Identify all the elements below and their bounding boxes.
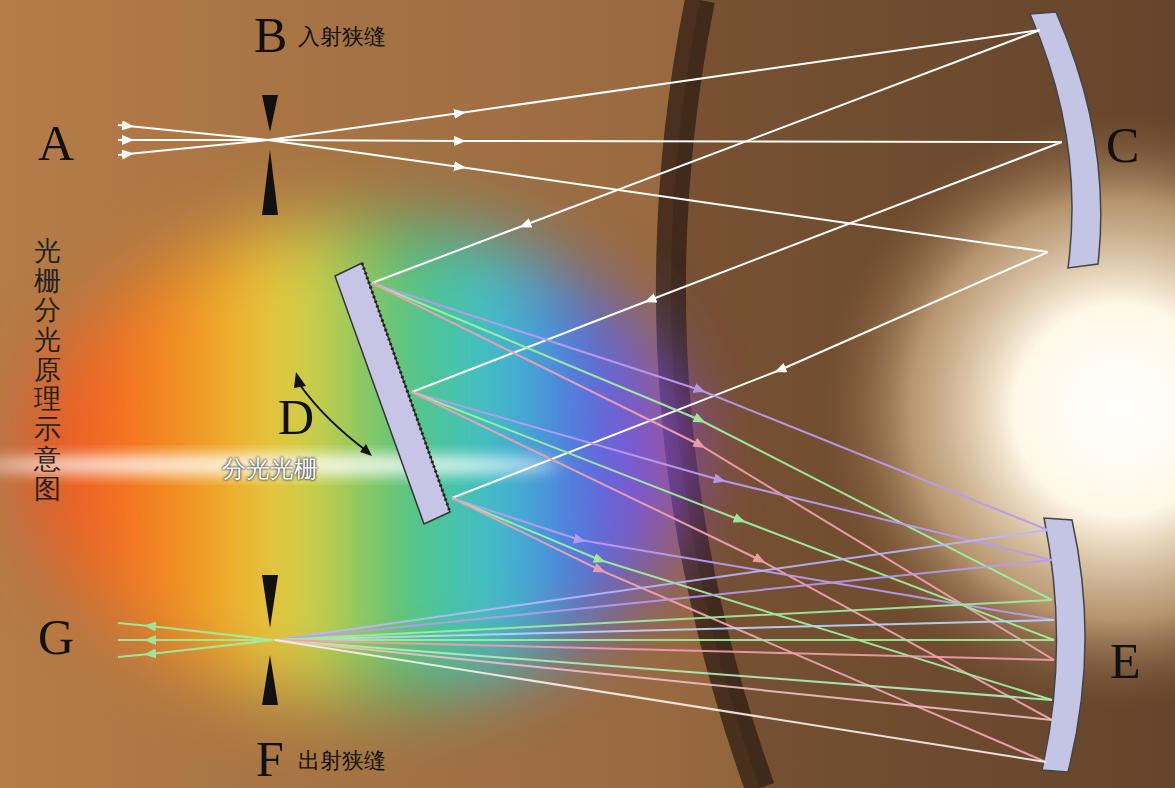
- part-label: 入射狭缝: [298, 24, 386, 50]
- mirror-letter: E: [1110, 636, 1141, 686]
- mirror-letter: C: [1106, 120, 1139, 170]
- part-label: 出射狭缝: [298, 748, 386, 774]
- point-letter: A: [38, 118, 74, 168]
- slit-letter: F: [256, 734, 284, 784]
- grating-letter: D: [278, 392, 314, 442]
- point-letter: G: [38, 612, 74, 662]
- slit-letter: B: [254, 10, 287, 60]
- vertical-title: 光栅分光原理示意图: [34, 236, 61, 503]
- part-label: 分光光栅: [222, 455, 318, 484]
